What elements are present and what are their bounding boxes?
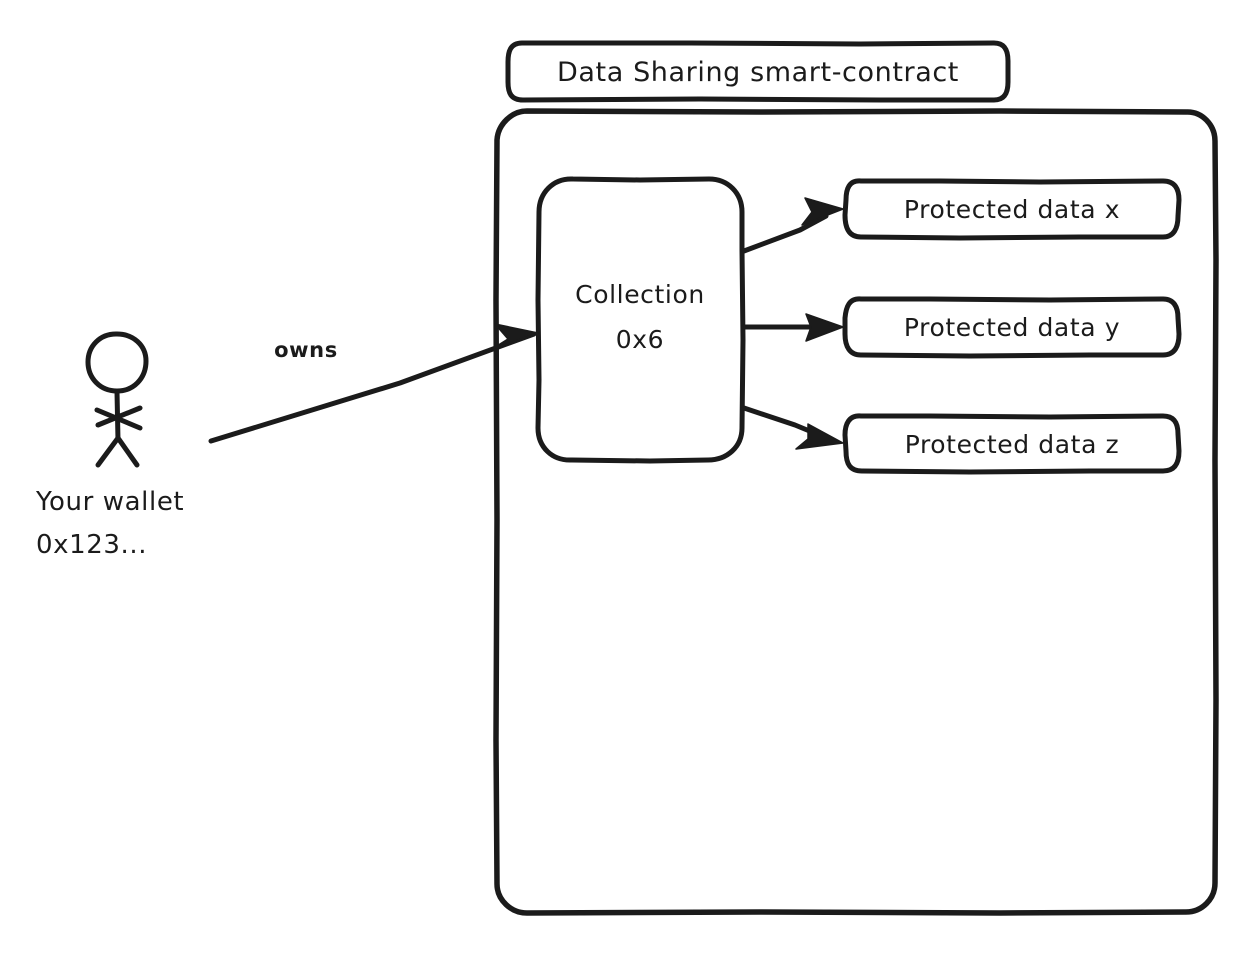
protected-data-x-label: Protected data x bbox=[904, 195, 1120, 224]
actor-label-line1: Your wallet bbox=[35, 487, 184, 517]
protected-data-y-label: Protected data y bbox=[904, 313, 1120, 342]
contract-title-label: Data Sharing smart-contract bbox=[557, 57, 959, 88]
protected-data-y-node[interactable]: Protected data y bbox=[842, 296, 1182, 359]
protected-data-z-label: Protected data z bbox=[905, 430, 1120, 459]
edge-collection-to-y[interactable] bbox=[741, 313, 844, 342]
collection-node[interactable]: Collection 0x6 bbox=[535, 176, 746, 464]
edge-collection-to-z[interactable] bbox=[741, 405, 844, 450]
edge-collection-to-x[interactable] bbox=[741, 197, 844, 254]
collection-label-line2: 0x6 bbox=[616, 325, 664, 354]
contract-title-box[interactable]: Data Sharing smart-contract bbox=[505, 40, 1011, 103]
protected-data-z-node[interactable]: Protected data z bbox=[842, 413, 1182, 475]
protected-data-x-node[interactable]: Protected data x bbox=[842, 178, 1182, 241]
collection-label-line1: Collection bbox=[575, 280, 705, 309]
edge-owns-label: owns bbox=[274, 338, 338, 362]
edge-owns[interactable]: owns bbox=[208, 323, 539, 444]
actor-label: Your wallet 0x123... bbox=[35, 487, 184, 560]
actor-label-line2: 0x123... bbox=[36, 530, 147, 560]
stick-figure-person-icon bbox=[85, 331, 149, 468]
